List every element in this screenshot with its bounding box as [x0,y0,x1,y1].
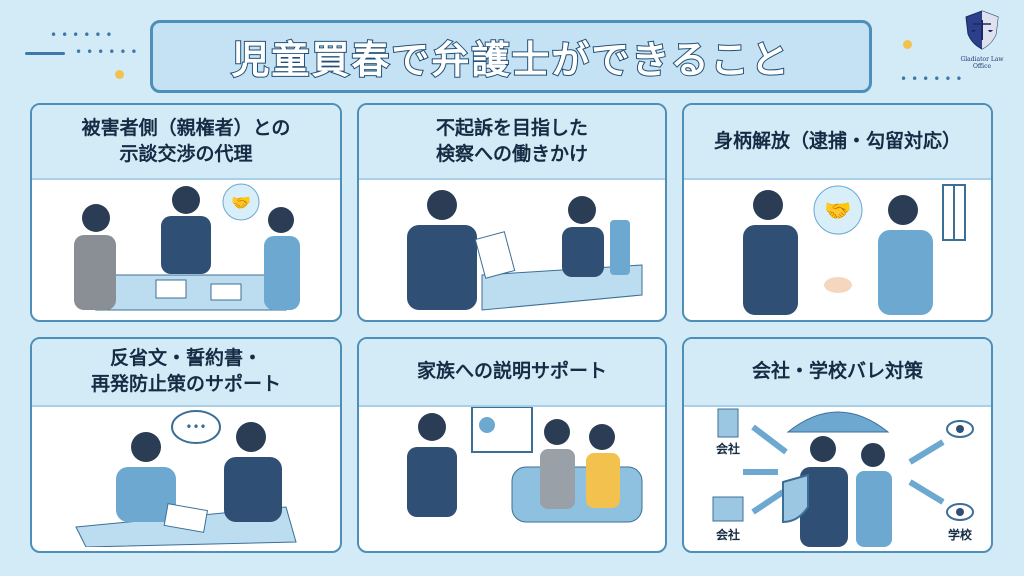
page-title: 児童買春で弁護士ができること [230,37,791,83]
card-title: 不起訴を目指した 検察への働きかけ [359,105,665,180]
decor-dot [903,40,912,49]
card-workplace-school-exposure: 会社・学校バレ対策 会社 会社 学校 [682,337,993,553]
shield-scales-icon [965,10,999,50]
card-title: 身柄解放（逮捕・勾留対応） [684,105,991,180]
school-building-icon [712,496,743,522]
release-illustration: 🤝 [742,184,966,315]
label-company: 会社 [715,527,739,542]
svg-text:🤝: 🤝 [824,199,851,224]
svg-text:•••: ••• [185,420,206,434]
family-explanation-illustration [407,407,643,523]
card-title: 家族への説明サポート [359,339,665,407]
arrow-icon [907,479,945,505]
svg-text:🤝: 🤝 [231,193,251,212]
arrow-icon [750,424,788,455]
card-prosecutor-approach: 不起訴を目指した 検察への働きかけ [357,103,667,322]
logo-text: Gladiator Law Office [960,56,1004,70]
card-settlement-negotiation: 被害者側（親権者）との 示談交渉の代理 🤝 [30,103,342,322]
apology-letter-illustration: ••• [75,410,297,547]
decor-dots: •••••• [50,28,117,42]
decor-line [25,52,65,55]
decor-dots: •••••• [75,45,142,59]
card-title: 会社・学校バレ対策 [684,339,991,407]
shield-icon [781,473,809,524]
arrow-icon [750,489,785,515]
logo: Gladiator Law Office [952,8,1012,70]
decor-dot [115,70,124,79]
exposure-protection-illustration: 会社 会社 学校 [712,408,974,547]
card-title: 反省文・誓約書・ 再発防止策のサポート [32,339,340,407]
label-school: 学校 [947,527,972,542]
card-apology-letter-support: 反省文・誓約書・ 再発防止策のサポート ••• [30,337,342,553]
umbrella-icon [786,411,889,433]
title-banner: 児童買春で弁護士ができること [150,20,872,93]
card-title: 被害者側（親権者）との 示談交渉の代理 [32,105,340,180]
prosecutor-illustration [407,190,643,311]
negotiation-illustration: 🤝 [74,183,300,311]
building-icon [717,408,738,438]
card-release-from-custody: 身柄解放（逮捕・勾留対応） 🤝 [682,103,993,322]
label-company: 会社 [715,441,739,456]
decor-dots: •••••• [900,72,967,86]
card-family-explanation: 家族への説明サポート [357,337,667,553]
arrow-icon [907,439,945,465]
